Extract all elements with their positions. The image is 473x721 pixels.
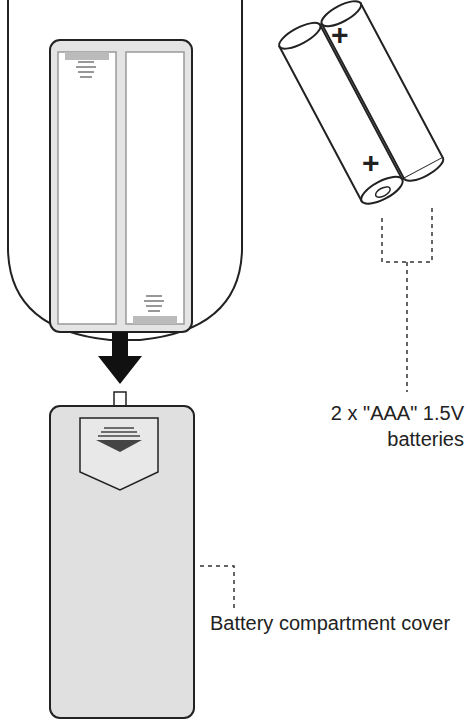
battery-cover — [50, 406, 194, 718]
battery-slot — [58, 52, 116, 324]
battery-compartment — [50, 40, 192, 332]
battery-slot — [126, 52, 184, 324]
cover-latch — [80, 418, 158, 490]
aaa-battery — [276, 18, 407, 209]
contact — [65, 52, 109, 60]
contact — [133, 316, 177, 324]
polarity-mark: + — [362, 148, 380, 178]
polarity-mark: + — [331, 20, 349, 50]
spring — [76, 62, 164, 311]
remote-body — [8, 0, 242, 340]
cover-label: Battery compartment cover — [210, 610, 460, 636]
latch-grip — [96, 440, 142, 452]
battery-label: 2 x "AAA" 1.5V batteries — [268, 400, 464, 452]
insert-arrow — [98, 332, 142, 384]
